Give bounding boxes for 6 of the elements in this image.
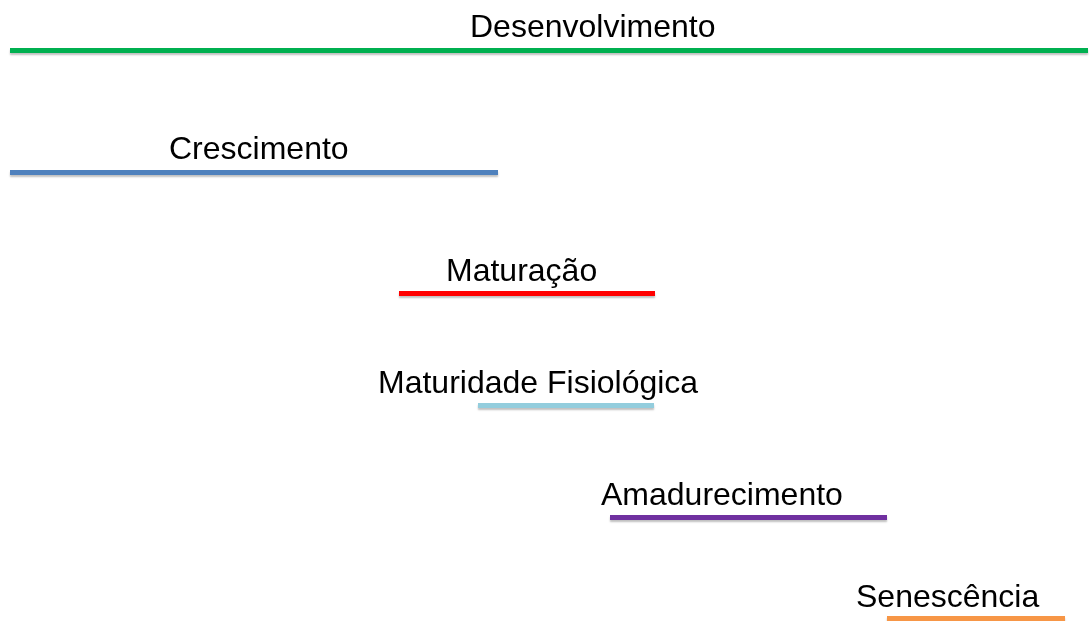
phase-label: Desenvolvimento [470, 8, 716, 44]
phase-label: Senescência [856, 578, 1040, 614]
phase-label: Amadurecimento [601, 476, 843, 512]
phase-label: Maturidade Fisiológica [378, 364, 699, 400]
phase-label: Maturação [446, 252, 598, 288]
phase-label: Crescimento [169, 130, 349, 166]
